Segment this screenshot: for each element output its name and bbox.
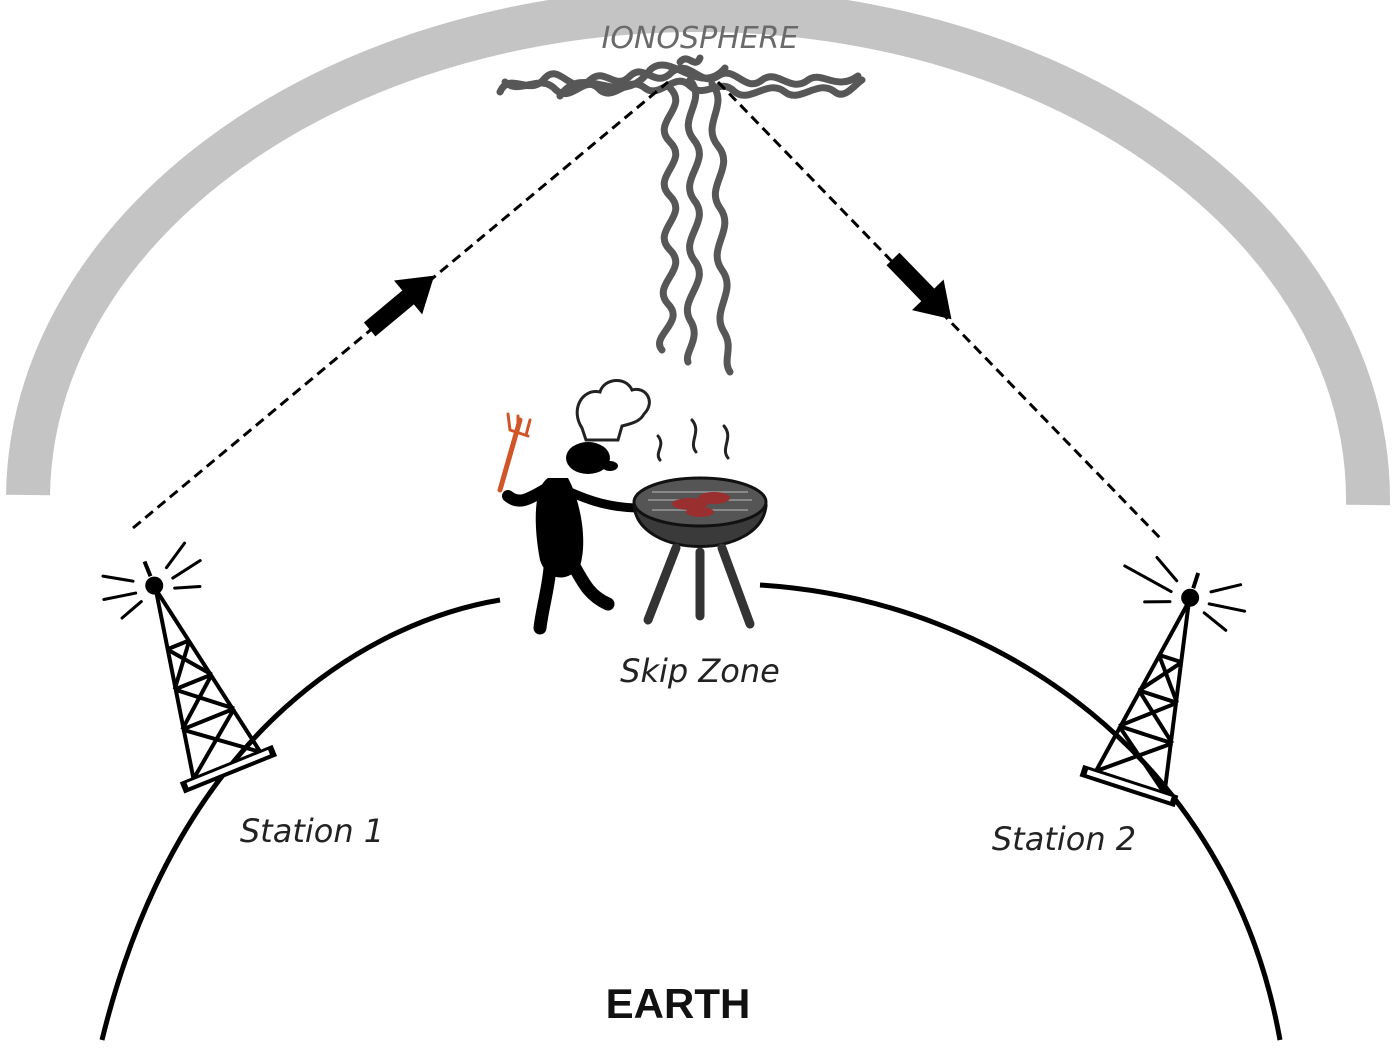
ionosphere-band [6, 0, 1391, 506]
radio-ray-down [716, 80, 1164, 542]
earth-label: EARTH [606, 980, 751, 1027]
station-2-label: Station 2 [992, 820, 1136, 858]
radio-ray-up [132, 80, 669, 530]
radio-tower-icon [101, 541, 278, 794]
radio-tower-icon [1079, 555, 1247, 808]
earth-outline-right [759, 582, 1283, 1041]
skip-zone-label: Skip Zone [620, 652, 780, 690]
station-1-label: Station 1 [240, 812, 384, 850]
ionosphere-scatter-tangle [496, 54, 866, 100]
earth-outline [99, 597, 501, 1041]
arrow-up-icon [363, 275, 435, 337]
arrow-down-icon [886, 252, 952, 320]
bbq-chef-icon [497, 379, 768, 635]
scatter-squiggles [656, 76, 734, 376]
ionosphere-label: IONOSPHERE [602, 21, 799, 56]
